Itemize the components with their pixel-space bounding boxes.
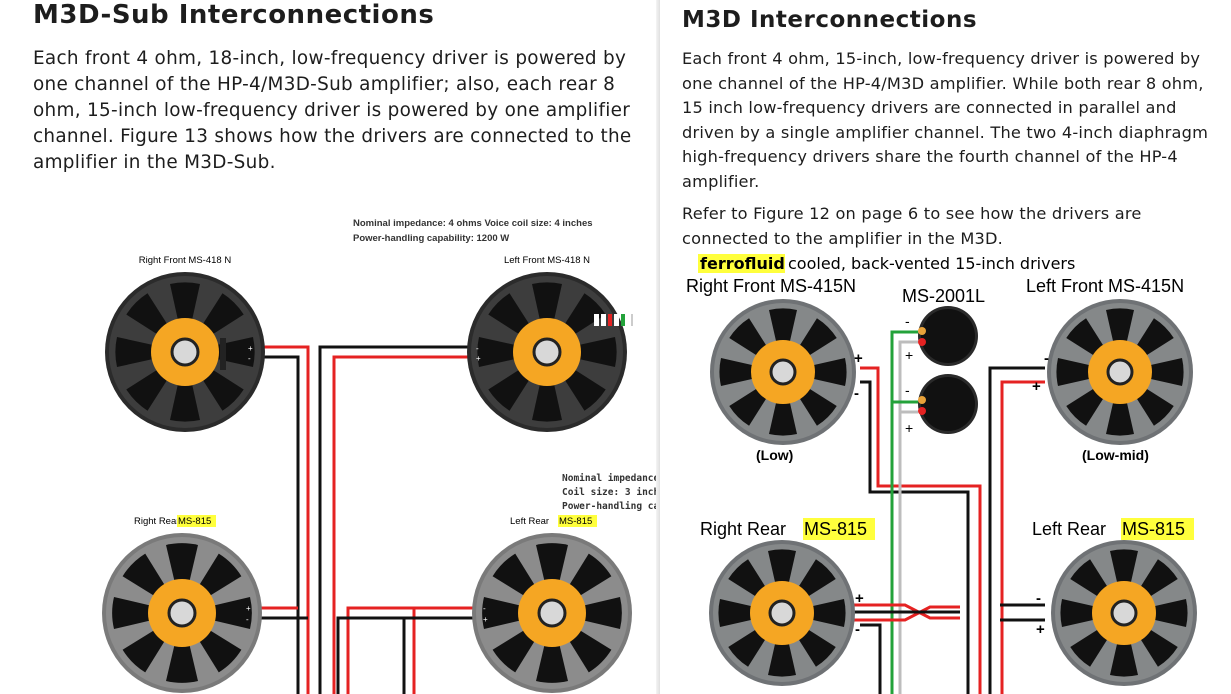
label-right-rear: Right Rear MS-815 xyxy=(134,515,216,527)
left-front-speaker xyxy=(1045,297,1195,447)
label-center: MS-2001L xyxy=(902,286,985,306)
minus-terminal: - xyxy=(483,604,486,613)
label-right-front: Right Front MS-415N xyxy=(686,276,856,296)
note-highlight: ferrofluid xyxy=(700,254,785,273)
plus-sign: + xyxy=(1036,621,1045,638)
minus-sign: - xyxy=(1036,590,1041,607)
plus-sign: + xyxy=(905,347,913,363)
terminal-strip xyxy=(594,314,633,326)
right-page-paragraph-1: Each front 4 ohm, 15-inch, low-frequency… xyxy=(682,49,1209,191)
svg-text:Left Rear: Left Rear xyxy=(510,516,549,527)
plus-terminal: + xyxy=(476,354,481,363)
left-rear-speaker xyxy=(470,531,634,694)
rear-spec-line-2: Coil size: 3 inches xyxy=(562,487,660,498)
minus-sign: - xyxy=(855,621,860,638)
plus-sign: + xyxy=(855,590,864,607)
right-page-paragraph-2: Refer to Figure 12 on page 6 to see how … xyxy=(682,204,1142,248)
rear-model-label: MS-815 xyxy=(1122,519,1185,539)
plus-terminal: + xyxy=(483,615,488,624)
note-rest: cooled, back-vented 15-inch drivers xyxy=(788,254,1075,273)
plus-sign: + xyxy=(854,350,863,367)
hf-driver-top xyxy=(918,306,978,366)
minus-sign: - xyxy=(905,313,910,329)
rear-model-label: MS-815 xyxy=(804,519,867,539)
left-page: M3D-Sub Interconnections Each front 4 oh… xyxy=(33,0,660,694)
front-spec-line-2: Power-handling capability: 1200 W xyxy=(353,233,509,244)
label-right-rear: Right Rear MS-815 xyxy=(700,518,875,540)
terminal-block xyxy=(220,338,226,370)
m3d-sub-wiring-diagram: Nominal impedance: 4 ohms Voice coil siz… xyxy=(100,218,660,694)
front-spec-line-1: Nominal impedance: 4 ohms Voice coil siz… xyxy=(353,218,593,229)
left-rear-speaker xyxy=(1049,538,1199,688)
rear-spec-line-1: Nominal impedance: 8 ohms xyxy=(562,473,660,484)
minus-terminal: - xyxy=(476,344,479,353)
label-low: (Low) xyxy=(756,447,793,463)
ferrofluid-note: ferrofluid cooled, back-vented 15-inch d… xyxy=(698,254,1075,273)
label-left-front: Left Front MS-415N xyxy=(1026,276,1184,296)
right-rear-speaker xyxy=(707,538,857,688)
plus-sign: + xyxy=(1032,378,1041,395)
right-rear-speaker xyxy=(100,531,264,694)
plus-terminal: + xyxy=(246,604,251,613)
right-page: M3D Interconnections Each front 4 ohm, 1… xyxy=(660,0,1231,694)
terminal-dot xyxy=(918,338,926,346)
left-page-paragraph: Each front 4 ohm, 18-inch, low-frequency… xyxy=(33,48,632,173)
svg-text:Right Rear: Right Rear xyxy=(134,516,179,527)
minus-terminal: - xyxy=(248,354,251,363)
left-page-title: M3D-Sub Interconnections xyxy=(33,0,435,30)
svg-text:Left Rear: Left Rear xyxy=(1032,519,1106,539)
terminal-dot xyxy=(918,327,926,335)
plus-terminal: + xyxy=(248,344,253,353)
label-low-mid: (Low-mid) xyxy=(1082,447,1149,463)
minus-sign: - xyxy=(854,385,859,402)
m3d-wiring-diagram: ferrofluid cooled, back-vented 15-inch d… xyxy=(686,254,1199,694)
left-front-speaker xyxy=(465,270,629,434)
right-front-speaker xyxy=(708,297,858,447)
minus-terminal: - xyxy=(246,615,249,624)
hf-driver-bottom xyxy=(918,374,978,434)
label-right-front: Right Front MS-418 N xyxy=(139,255,232,266)
right-page-title: M3D Interconnections xyxy=(682,7,978,33)
minus-sign: - xyxy=(1044,350,1049,367)
right-front-speaker xyxy=(103,270,267,434)
rear-spec-line-3: Power-handling capability: 600 W xyxy=(562,501,660,512)
rear-model-label: MS-815 xyxy=(559,516,592,527)
label-left-rear: Left Rear MS-815 xyxy=(510,515,597,527)
terminal-dot xyxy=(918,396,926,404)
minus-sign: - xyxy=(905,382,910,398)
rear-model-label: MS-815 xyxy=(178,516,211,527)
terminal-dot xyxy=(918,407,926,415)
label-left-rear: Left Rear MS-815 xyxy=(1032,518,1194,540)
plus-sign: + xyxy=(905,420,913,436)
svg-text:Right Rear: Right Rear xyxy=(700,519,786,539)
label-left-front: Left Front MS-418 N xyxy=(504,255,590,266)
